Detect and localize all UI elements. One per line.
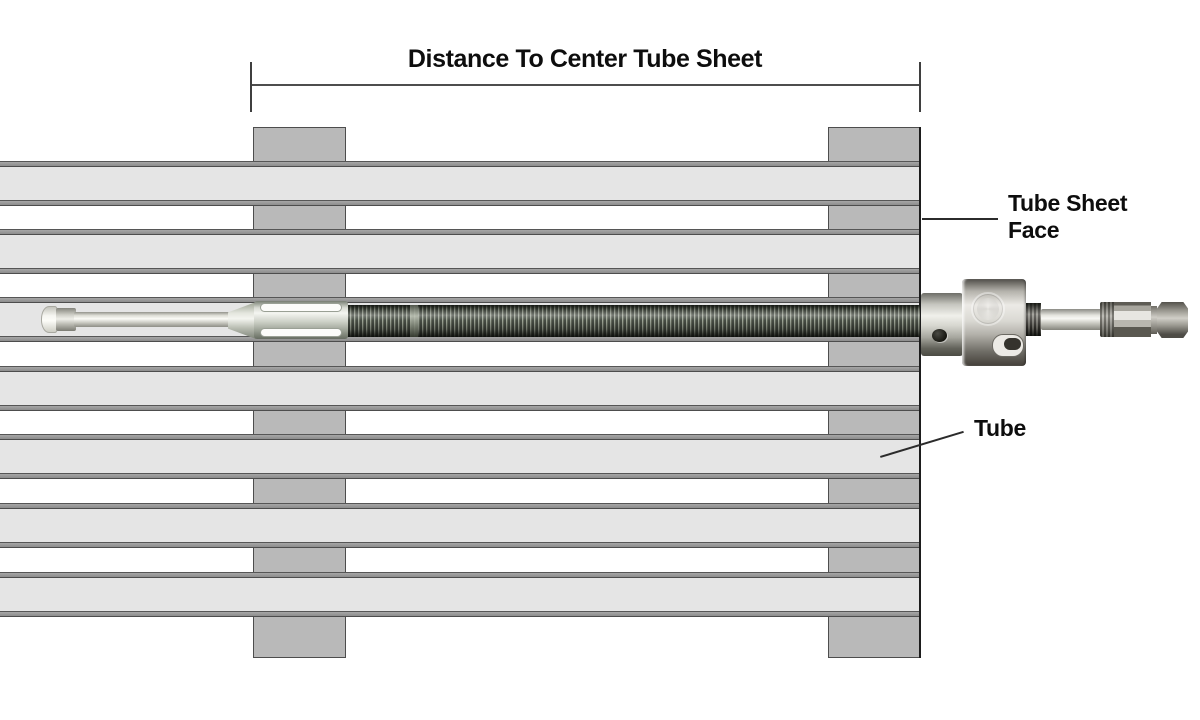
brand-emblem-swirl xyxy=(977,298,999,320)
tube-wall xyxy=(0,611,920,617)
dimension-line xyxy=(251,84,920,86)
tube-bore xyxy=(0,372,920,405)
expander-reach-rod xyxy=(74,312,232,327)
roller-slot-top xyxy=(260,303,342,312)
tube-bore xyxy=(0,235,920,268)
drive-square-end xyxy=(1157,302,1188,338)
tube-sheet-face-label: Tube Sheet Face xyxy=(1008,190,1128,243)
drive-coupler-hex xyxy=(1114,302,1151,337)
tube-wall xyxy=(0,229,920,235)
mandrel-joint-band xyxy=(410,305,418,337)
thrust-collar xyxy=(921,293,963,356)
mandrel-thread-stub xyxy=(1026,303,1041,336)
tube-wall xyxy=(0,366,920,372)
set-screw-hole xyxy=(932,329,947,342)
tube-bore xyxy=(0,509,920,542)
tube-label: Tube xyxy=(974,415,1027,441)
tube-row xyxy=(0,229,920,274)
tube-row xyxy=(0,503,920,548)
tube-bore xyxy=(0,440,920,473)
tube-wall xyxy=(0,434,920,440)
tube-row xyxy=(0,366,920,411)
dimension-label: Distance To Center Tube Sheet xyxy=(407,45,763,73)
dimension-tick-right xyxy=(919,62,921,112)
tube-sheet-face-leader-line xyxy=(922,218,998,220)
threaded-mandrel xyxy=(348,305,920,337)
tube-bore xyxy=(0,578,920,611)
tube-row xyxy=(0,161,920,206)
tube-wall xyxy=(0,297,920,303)
tube-wall xyxy=(0,542,920,548)
tube-wall xyxy=(0,572,920,578)
drive-coupler-knurl xyxy=(1100,302,1116,337)
tube-sheet-face-line xyxy=(919,127,921,658)
drive-coupler-neck xyxy=(1151,306,1157,334)
tube-wall xyxy=(0,336,920,342)
tube-wall xyxy=(0,473,920,479)
tube-wall xyxy=(0,503,920,509)
tube-wall xyxy=(0,268,920,274)
expander-tip-ferrule xyxy=(56,308,76,331)
tube-row xyxy=(0,434,920,479)
tube-row xyxy=(0,572,920,617)
tube-wall xyxy=(0,200,920,206)
collar-release-slot-hook xyxy=(1004,338,1021,350)
tube-wall xyxy=(0,405,920,411)
tube-wall xyxy=(0,161,920,167)
drive-shaft xyxy=(1041,309,1102,330)
dimension-tick-left xyxy=(250,62,252,112)
tube-bore xyxy=(0,167,920,200)
roller-slot-bottom xyxy=(260,328,342,337)
brand-emblem xyxy=(971,292,1005,326)
